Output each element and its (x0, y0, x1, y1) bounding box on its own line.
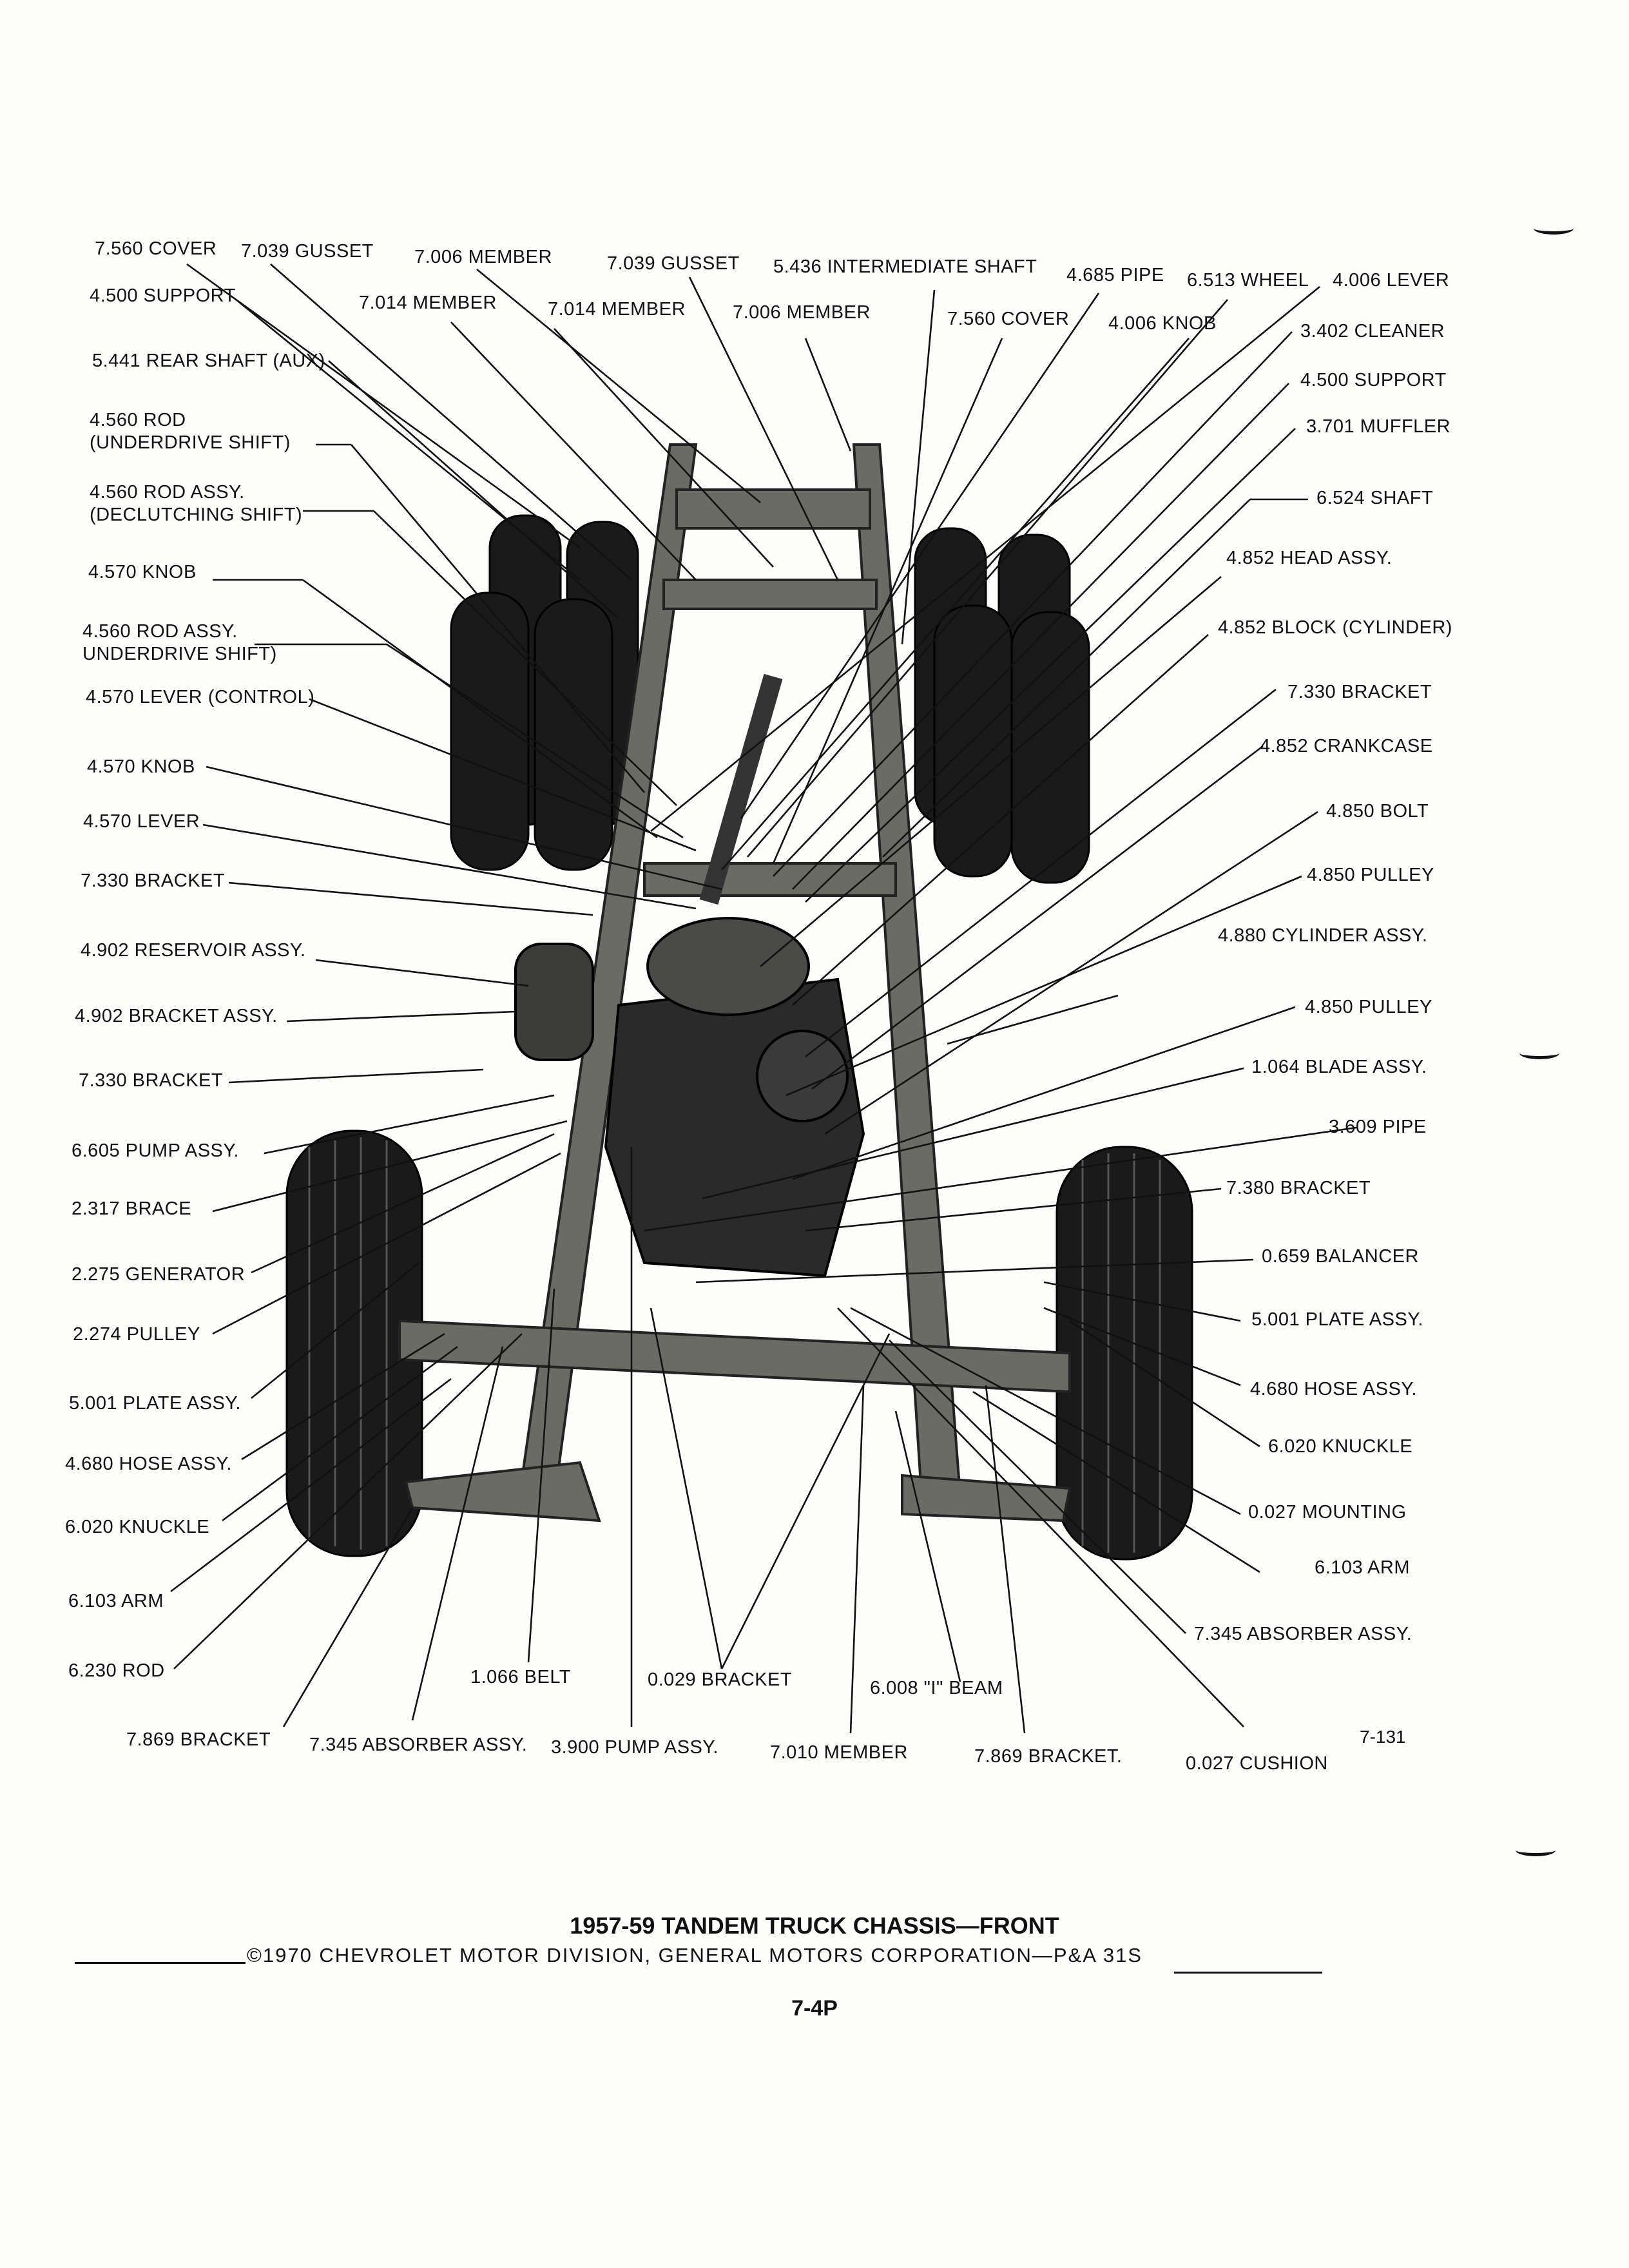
callout-label: 7.039 GUSSET (607, 253, 740, 274)
callout-label: 7.869 BRACKET (126, 1729, 271, 1750)
copyright-line: ©1970 CHEVROLET MOTOR DIVISION, GENERAL … (247, 1944, 1142, 1966)
callout-label: 4.560 ROD (UNDERDRIVE SHIFT) (90, 410, 291, 453)
callout-label: 4.570 LEVER (83, 811, 200, 832)
callout-label: 4.880 CYLINDER ASSY. (1218, 925, 1428, 946)
rear-tire-icon (534, 598, 613, 871)
footer-rule-right (1174, 1972, 1322, 1974)
callout-label: 4.852 CRANKCASE (1260, 736, 1433, 756)
callout-label: 7.869 BRACKET. (974, 1746, 1123, 1767)
callout-label: 3.609 PIPE (1329, 1117, 1427, 1137)
callout-label: 7.330 BRACKET (81, 870, 226, 891)
callout-label: 4.680 HOSE ASSY. (1250, 1379, 1417, 1399)
callout-label: 5.001 PLATE ASSY. (1251, 1309, 1423, 1330)
reservoir-icon (514, 943, 594, 1061)
callout-label: 7.006 MEMBER (414, 247, 552, 267)
cross-member (643, 862, 897, 897)
callout-label: 6.230 ROD (68, 1660, 165, 1681)
callout-label: 7.014 MEMBER (359, 293, 497, 313)
callout-label: 5.001 PLATE ASSY. (69, 1393, 241, 1414)
binder-mark (1516, 1844, 1556, 1856)
callout-label: 7.039 GUSSET (241, 241, 374, 262)
binder-mark (1534, 222, 1574, 235)
callout-label: 4.852 HEAD ASSY. (1226, 548, 1393, 568)
callout-label: 0.027 CUSHION (1186, 1753, 1328, 1774)
callout-label: 0.029 BRACKET (648, 1669, 793, 1690)
callout-label: 5.441 REAR SHAFT (AUX) (92, 351, 325, 371)
callout-label: 4.006 LEVER (1333, 270, 1450, 291)
callout-label: 4.850 PULLEY (1305, 997, 1432, 1017)
callout-label: 7.560 COVER (95, 238, 217, 259)
callout-label: 4.560 ROD ASSY. UNDERDRIVE SHIFT) (82, 621, 277, 664)
callout-label: 2.274 PULLEY (73, 1324, 200, 1345)
binder-mark (1519, 1047, 1559, 1059)
callout-label: 2.275 GENERATOR (72, 1264, 246, 1285)
callout-label: 0.027 MOUNTING (1248, 1502, 1407, 1523)
callout-label: 6.103 ARM (1315, 1557, 1410, 1578)
cross-member (662, 579, 878, 610)
callout-label: 6.524 SHAFT (1316, 488, 1434, 508)
page-number: 7-4P (791, 1996, 838, 2021)
callout-label: 6.008 "I" BEAM (870, 1678, 1003, 1698)
callout-label: 4.902 BRACKET ASSY. (75, 1006, 278, 1026)
callout-label: 4.500 SUPPORT (1300, 370, 1447, 390)
callout-label: 4.852 BLOCK (CYLINDER) (1218, 617, 1452, 638)
callout-label: 7.345 ABSORBER ASSY. (309, 1735, 528, 1755)
callout-label: 4.850 BOLT (1326, 801, 1429, 822)
callout-label: 0.659 BALANCER (1262, 1246, 1419, 1267)
callout-label: 4.570 LEVER (CONTROL) (86, 687, 315, 707)
callout-label: 3.900 PUMP ASSY. (551, 1737, 719, 1758)
air-cleaner-icon (646, 917, 810, 1016)
callout-label: 4.006 KNOB (1108, 313, 1217, 334)
callout-label: 4.850 PULLEY (1307, 865, 1434, 885)
callout-label: 7.345 ABSORBER ASSY. (1194, 1624, 1412, 1644)
fan-pulley-icon (756, 1030, 849, 1122)
callout-label: 7.010 MEMBER (770, 1742, 908, 1763)
callout-label: 6.020 KNUCKLE (1268, 1436, 1413, 1457)
callout-label: 6.513 WHEEL (1187, 270, 1309, 291)
callout-label: 4.570 KNOB (87, 756, 195, 777)
callout-label: 4.560 ROD ASSY. (DECLUTCHING SHIFT) (90, 482, 303, 525)
callout-label: 7.560 COVER (947, 309, 1070, 329)
footer-rule-left (75, 1962, 246, 1964)
callout-label: 7.330 BRACKET (79, 1070, 224, 1091)
rear-tire-icon (450, 591, 530, 871)
callout-label: 3.402 CLEANER (1300, 321, 1445, 341)
callout-label: 7.380 BRACKET (1226, 1178, 1371, 1198)
figure-number: 7-131 (1360, 1727, 1406, 1747)
callout-label: 4.680 HOSE ASSY. (65, 1454, 232, 1474)
callout-label: 6.020 KNUCKLE (65, 1517, 210, 1537)
callout-label: 4.902 RESERVOIR ASSY. (81, 940, 306, 961)
callout-label: 6.605 PUMP ASSY. (72, 1140, 240, 1161)
callout-label: 1.064 BLADE ASSY. (1251, 1057, 1427, 1077)
callout-label: 7.330 BRACKET (1287, 682, 1432, 702)
page-title: 1957-59 TANDEM TRUCK CHASSIS—FRONT (570, 1912, 1059, 1939)
callout-label: 4.685 PIPE (1066, 265, 1164, 285)
callout-label: 5.436 INTERMEDIATE SHAFT (773, 256, 1037, 277)
bumper-bracket (404, 1461, 601, 1523)
callout-label: 4.500 SUPPORT (90, 285, 236, 306)
callout-label: 6.103 ARM (68, 1591, 164, 1611)
callout-label: 7.006 MEMBER (733, 302, 871, 323)
callout-label: 4.570 KNOB (88, 562, 197, 582)
callout-label: 2.317 BRACE (72, 1198, 192, 1219)
callout-label: 1.066 BELT (470, 1667, 572, 1687)
callout-label: 7.014 MEMBER (548, 299, 686, 320)
rear-tire-icon (1010, 611, 1090, 884)
bumper-bracket (901, 1474, 1072, 1523)
callout-label: 3.701 MUFFLER (1306, 416, 1451, 437)
